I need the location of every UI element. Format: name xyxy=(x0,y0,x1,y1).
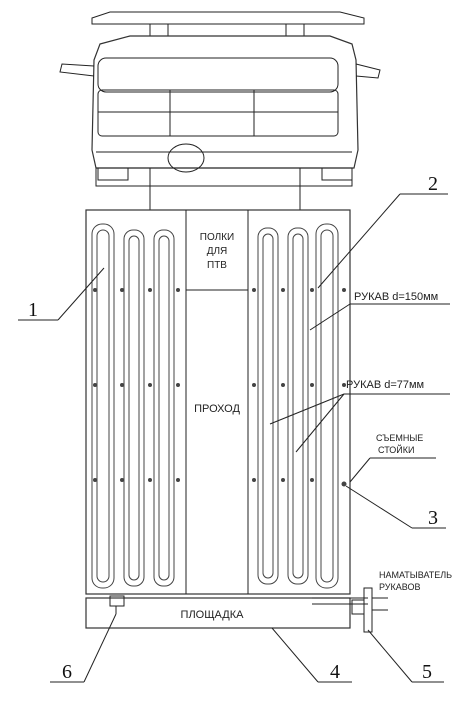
left-hose-racks xyxy=(91,223,180,589)
cab-outline xyxy=(91,35,359,169)
winder-drum xyxy=(363,587,373,633)
cab-seat-base xyxy=(97,89,339,137)
hose-rail-inner xyxy=(292,233,304,579)
label-racks-line2: СТОЙКИ xyxy=(378,444,414,455)
platform xyxy=(85,597,351,629)
platform-assembly xyxy=(85,587,388,633)
platform-step xyxy=(109,595,125,607)
label-winder-line2: РУКАВОВ xyxy=(379,582,420,592)
callout-1: 1 xyxy=(28,299,38,321)
hose-rail-inner xyxy=(158,235,170,581)
mirror-left xyxy=(59,63,95,77)
cab-round-detail xyxy=(167,143,205,173)
bracket-left xyxy=(97,167,129,181)
callout-2: 2 xyxy=(428,173,438,195)
label-shelf-line3: ПТВ xyxy=(207,260,227,271)
hose-rail-inner xyxy=(320,229,334,583)
right-hose-racks xyxy=(252,223,347,589)
hose-body xyxy=(85,209,351,595)
hose-rail-inner xyxy=(262,233,274,579)
roof-mount-left xyxy=(149,23,169,37)
cab-seat-top xyxy=(97,57,339,93)
label-shelf-line1: ПОЛКИ xyxy=(200,232,234,243)
label-shelf-line2: ДЛЯ xyxy=(207,246,228,257)
callout-5: 5 xyxy=(422,661,432,683)
label-hose-150: РУКАВ d=150мм xyxy=(354,291,438,303)
label-racks-line1: СЪЕМНЫЕ xyxy=(376,433,423,443)
mirror-right xyxy=(355,63,381,79)
winder-mount xyxy=(351,599,365,615)
label-winder-line1: НАМАТЫВАТЕЛЬ xyxy=(379,570,452,580)
label-platform: ПЛОЩАДКА xyxy=(181,609,245,621)
frame-connector xyxy=(95,167,353,187)
callout-4: 4 xyxy=(330,661,340,683)
vehicle-cab xyxy=(59,11,381,210)
leader-lines xyxy=(18,193,450,683)
diagram-labels: ПОЛКИ ДЛЯ ПТВ ПРОХОД РУКАВ d=150мм РУКАВ… xyxy=(181,232,453,621)
bracket-right xyxy=(321,167,353,181)
hose-rail-inner xyxy=(128,235,140,581)
roof-mount-right xyxy=(285,23,305,37)
hose-rail-inner xyxy=(96,229,110,583)
roof-light-bar xyxy=(91,11,365,25)
label-passage: ПРОХОД xyxy=(194,403,240,415)
label-hose-77: РУКАВ d=77мм xyxy=(346,379,424,391)
callout-6: 6 xyxy=(62,661,72,683)
callout-3: 3 xyxy=(428,507,438,529)
callout-numbers: 1 2 3 4 5 6 xyxy=(28,173,438,683)
